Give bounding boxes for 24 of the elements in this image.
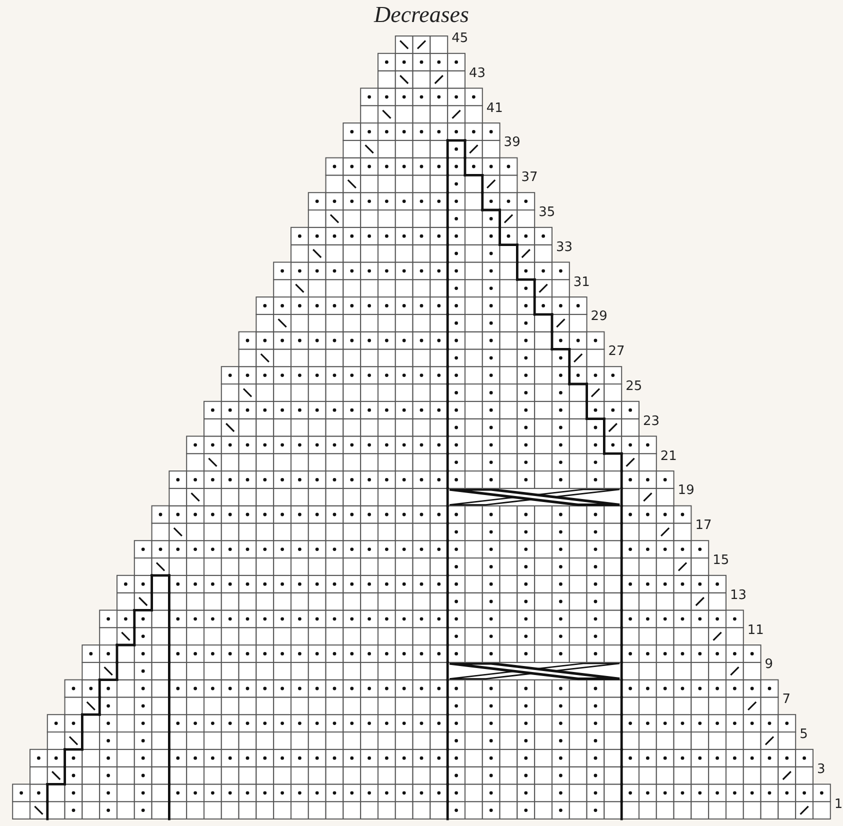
row-number: 41: [486, 100, 503, 116]
row-number: 23: [643, 414, 660, 429]
row-number: 45: [452, 31, 468, 46]
row-number: 3: [817, 762, 826, 777]
row-number: 35: [538, 205, 556, 220]
row-number: 27: [608, 344, 625, 360]
row-number: 37: [521, 170, 538, 186]
row-number: 11: [747, 622, 764, 638]
row-number: 39: [504, 135, 520, 150]
row-number: 29: [590, 309, 608, 324]
row-number: 19: [678, 483, 694, 498]
chart-title: Decreases: [372, 2, 470, 28]
row-number: 9: [764, 657, 774, 672]
row-number: 1: [834, 796, 843, 812]
row-number: 43: [469, 66, 486, 81]
row-number: 17: [695, 518, 712, 534]
row-number: 33: [556, 240, 573, 255]
row-number: 31: [573, 274, 590, 290]
row-number: 7: [782, 692, 790, 708]
row-number: 13: [730, 588, 747, 603]
row-number: 15: [712, 553, 730, 568]
row-number: 25: [626, 379, 642, 394]
row-number: 5: [800, 727, 808, 742]
row-number: 21: [660, 448, 677, 464]
